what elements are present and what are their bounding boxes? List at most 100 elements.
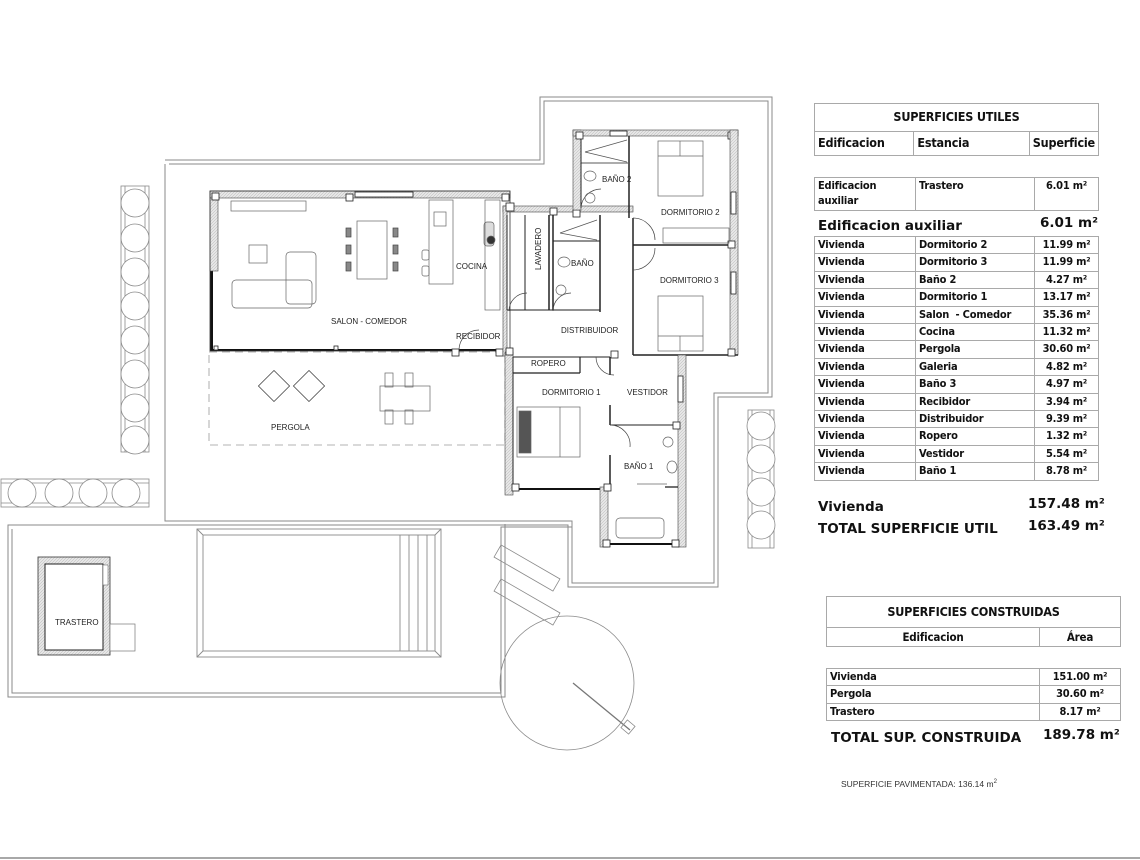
col-superficie: Superficie	[1028, 131, 1100, 156]
cell-estancia: Vestidor	[915, 444, 1035, 464]
cell-superficie: 4.82 m²	[1034, 357, 1099, 377]
cell-estancia: Dormitorio 2	[915, 235, 1035, 255]
cell-estancia: Distribuidor	[915, 410, 1035, 429]
cell-area: 8.17 m²	[1039, 702, 1121, 722]
floor-plan: SALON - COMEDOR COCINA LAVADERO BAÑO BAÑ…	[0, 96, 776, 751]
superficie-pavimentada-note: SUPERFICIE PAVIMENTADA: 136.14 m2	[841, 779, 997, 789]
auxiliar-subtotal-row: Edificacion auxiliar 6.01 m²	[818, 215, 1098, 234]
col-edificacion: Edificacion	[813, 131, 915, 156]
cell-edificacion: Vivienda	[814, 305, 916, 325]
superficies-utiles-auxiliar: Edificacion auxiliar Trastero 6.01 m²	[814, 177, 1099, 211]
bottom-border-line	[0, 857, 1140, 859]
label-bano-1: BAÑO 1	[624, 462, 654, 471]
cell-edificacion: Vivienda	[814, 375, 916, 394]
cell-estancia: Baño 2	[915, 270, 1035, 290]
cell-estancia: Salon - Comedor	[915, 305, 1035, 325]
label-bano-2: BAÑO 2	[602, 175, 632, 184]
cell-area: 30.60 m²	[1039, 685, 1121, 704]
room-labels: SALON - COMEDOR COCINA LAVADERO BAÑO BAÑ…	[55, 175, 720, 627]
hedge-bottom-left	[0, 478, 150, 508]
cell-edificacion: Vivienda	[814, 462, 916, 481]
cell-edificacion: Vivienda	[814, 340, 916, 359]
cell-superficie: 35.36 m²	[1034, 305, 1099, 325]
cell-estancia: Baño 1	[915, 462, 1035, 481]
cell-estancia: Baño 3	[915, 375, 1035, 394]
cell-superficie: 11.99 m²	[1034, 253, 1099, 272]
cell-estancia: Recibidor	[915, 392, 1035, 412]
cell-superficie: 4.97 m²	[1034, 375, 1099, 394]
col-edificacion: Edificacion	[826, 627, 1040, 647]
label-trastero: TRASTERO	[55, 618, 99, 627]
label-distribuidor: DISTRIBUIDOR	[561, 326, 619, 335]
label-vestidor: VESTIDOR	[627, 388, 668, 397]
cell-edificacion: Vivienda	[814, 357, 916, 377]
pergola-area	[208, 351, 506, 446]
plot-boundary	[7, 96, 773, 698]
label-recibidor: RECIBIDOR	[456, 332, 501, 341]
cell-superficie: 9.39 m²	[1034, 410, 1099, 429]
vivienda-subtotal-label: Vivienda	[818, 499, 884, 515]
cell-area: 151.00 m²	[1039, 667, 1121, 687]
label-dormitorio-1: DORMITORIO 1	[542, 388, 601, 397]
col-estancia: Estancia	[913, 131, 1030, 156]
total-util-label: TOTAL SUPERFICIE UTIL	[818, 521, 998, 537]
cell-superficie: 5.54 m²	[1034, 444, 1099, 464]
house-walls	[209, 129, 739, 548]
cell-edificacion: Vivienda	[814, 235, 916, 255]
cell-edificacion: Vivienda	[814, 427, 916, 446]
total-superficie-util-row: TOTAL SUPERFICIE UTIL 163.49 m²	[818, 518, 1105, 537]
hedge-left	[120, 185, 150, 455]
cell-superficie: 1.32 m²	[1034, 427, 1099, 446]
cell-edificacion: Edificacion auxiliar	[814, 177, 916, 211]
pavimentada-label: SUPERFICIE PAVIMENTADA: 136.14 m	[841, 779, 994, 789]
cell-superficie: 13.17 m²	[1034, 288, 1099, 307]
cell-estancia: Dormitorio 3	[915, 253, 1035, 272]
superficies-construidas-header: SUPERFICIES CONSTRUIDAS Edificacion Área	[826, 596, 1121, 647]
cell-estancia: Dormitorio 1	[915, 288, 1035, 307]
vivienda-subtotal-row: Vivienda 157.48 m²	[818, 496, 1105, 515]
cell-edificacion: Vivienda	[814, 392, 916, 412]
cell-edificacion: Pergola	[826, 685, 1040, 704]
label-pergola: PERGOLA	[271, 423, 310, 432]
total-util-value: 163.49 m²	[1028, 518, 1105, 534]
garden-elements	[493, 544, 636, 751]
cell-edificacion: Vivienda	[826, 667, 1040, 687]
cell-estancia: Trastero	[915, 177, 1035, 211]
cell-edificacion: Vivienda	[814, 253, 916, 272]
cell-edificacion: Vivienda	[814, 270, 916, 290]
col-area: Área	[1039, 627, 1121, 647]
label-cocina: COCINA	[456, 262, 488, 271]
furniture	[230, 139, 730, 539]
cell-superficie: 4.27 m²	[1034, 270, 1099, 290]
trastero-building	[37, 556, 136, 656]
total-construida-value: 189.78 m²	[1043, 727, 1120, 743]
cell-superficie: 6.01 m²	[1034, 177, 1099, 211]
vivienda-subtotal-value: 157.48 m²	[1028, 496, 1105, 512]
cell-estancia: Ropero	[915, 427, 1035, 446]
total-construida-label: TOTAL SUP. CONSTRUIDA	[831, 730, 1022, 746]
cell-edificacion: Trastero	[826, 702, 1040, 722]
cell-superficie: 3.94 m²	[1034, 392, 1099, 412]
cell-estancia: Galeria	[915, 357, 1035, 377]
auxiliar-subtotal-label: Edificacion auxiliar	[818, 218, 962, 234]
label-dormitorio-3: DORMITORIO 3	[660, 276, 719, 285]
label-bano: BAÑO	[571, 259, 594, 268]
label-ropero: ROPERO	[531, 359, 566, 368]
cell-edificacion: Vivienda	[814, 444, 916, 464]
total-construida-row: TOTAL SUP. CONSTRUIDA 189.78 m²	[831, 727, 1121, 746]
